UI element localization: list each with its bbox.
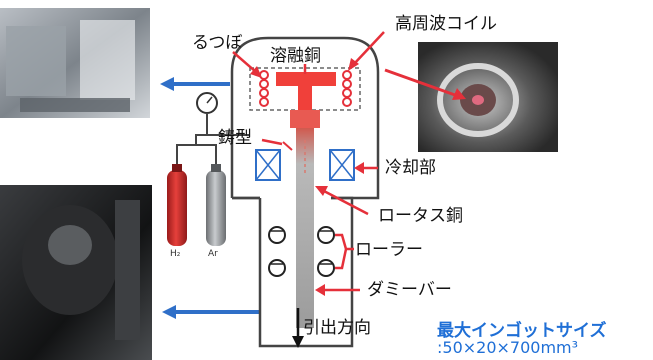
max-ingot-size-value: :50×20×700mm³: [437, 338, 579, 357]
red-arrow-to-right-photo: [384, 68, 466, 100]
pressure-gauge-icon: [196, 92, 218, 135]
photo-top-left: [0, 8, 150, 118]
label-crucible: るつぼ: [192, 33, 243, 53]
down-arrow-icon: [292, 308, 304, 348]
label-dummy-bar: ダミーバー: [367, 280, 452, 300]
label-lotus-copper: ロータス銅: [378, 206, 463, 226]
gas-cylinder-icon: [167, 164, 226, 246]
label-pointers: [232, 31, 385, 296]
cooling-unit-right: [329, 149, 355, 181]
blue-arrow-to-bottom-photo: [162, 305, 260, 319]
label-mold: 鋳型: [218, 128, 252, 148]
gas-label-ar: Ar: [208, 249, 218, 259]
label-molten-copper: 溶融銅: [270, 46, 321, 66]
vacuum-chamber-upper: [230, 36, 380, 200]
max-ingot-size-title: 最大インゴットサイズ: [437, 321, 607, 341]
label-roller: ローラー: [355, 240, 423, 260]
gas-line: [176, 134, 250, 170]
mold-body: [290, 110, 320, 128]
gas-label-h2: H₂: [170, 249, 181, 259]
label-pull-direction: 引出方向: [303, 318, 371, 338]
lotus-copper-rod: [296, 128, 314, 328]
cooling-unit-left: [255, 149, 281, 181]
mold-mark: [282, 141, 293, 151]
photo-right: [418, 42, 558, 152]
blue-arrow-to-top-photo: [160, 77, 230, 91]
photo-bottom-left: [0, 185, 152, 360]
label-hf-coil: 高周波コイル: [395, 14, 497, 34]
roller-bracket: [335, 233, 354, 270]
label-cooling: 冷却部: [385, 158, 436, 178]
molten-copper: [276, 72, 336, 120]
